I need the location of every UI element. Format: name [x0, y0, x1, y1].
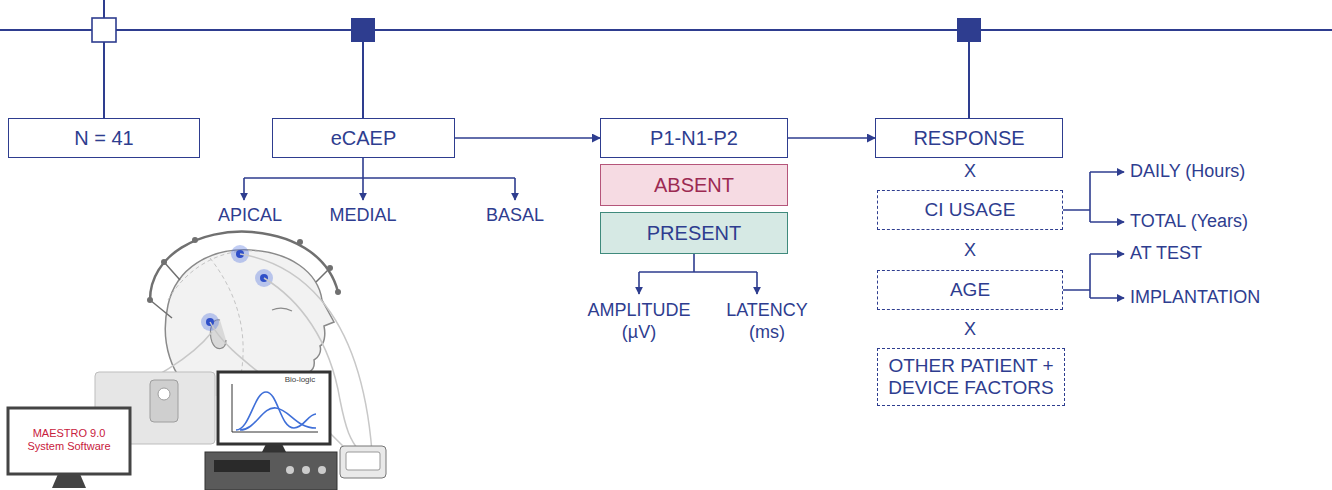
- node-text: P1-N1-P2: [650, 127, 738, 150]
- timeline-marker: [957, 18, 981, 42]
- timeline-marker: [92, 18, 116, 42]
- sample-box: N = 41: [8, 118, 200, 158]
- timeline: [0, 0, 1332, 118]
- factor-box: OTHER PATIENT + DEVICE FACTORS: [877, 348, 1065, 406]
- process-box: RESPONSE: [875, 118, 1063, 158]
- process-box: eCAEP: [272, 118, 455, 158]
- node-text: ABSENT: [654, 174, 734, 197]
- electrode-site-label: MEDIAL: [329, 205, 396, 227]
- interaction-symbol: X: [964, 161, 976, 183]
- factor-detail-label: TOTAL (Years): [1130, 211, 1248, 233]
- brand-label: Bio-logic: [285, 375, 316, 385]
- measure-label: LATENCY (ms): [712, 300, 822, 343]
- node-text: PRESENT: [647, 222, 741, 245]
- interaction-symbol: X: [964, 240, 976, 262]
- factor-detail-label: IMPLANTATION: [1130, 287, 1260, 309]
- factor-box: CI USAGE: [877, 190, 1063, 230]
- factor-box: AGE: [877, 270, 1063, 310]
- evoked-potential-system: [205, 372, 386, 490]
- process-box: P1-N1-P2: [600, 118, 788, 158]
- cochlear-programming-computer: [8, 372, 215, 488]
- timeline-marker: [351, 18, 375, 42]
- electrode-site-label: APICAL: [218, 205, 282, 227]
- software-label: MAESTRO 9.0 System Software: [17, 427, 121, 453]
- head-illustration: [120, 232, 372, 455]
- electrode-site-label: BASAL: [486, 205, 544, 227]
- node-text: RESPONSE: [913, 127, 1024, 150]
- node-text: AGE: [950, 279, 990, 301]
- node-text: OTHER PATIENT + DEVICE FACTORS: [888, 355, 1054, 399]
- flow-arrow: [788, 137, 875, 139]
- node-text: CI USAGE: [925, 199, 1016, 221]
- node-text: eCAEP: [331, 127, 397, 150]
- flow-arrow: [455, 137, 600, 139]
- measure-label: AMPLITUDE (µV): [579, 300, 699, 343]
- node-text: N = 41: [74, 127, 133, 150]
- factor-detail-label: DAILY (Hours): [1130, 161, 1245, 183]
- status-box: PRESENT: [600, 212, 788, 254]
- factor-detail-label: AT TEST: [1130, 243, 1202, 265]
- status-box: ABSENT: [600, 164, 788, 206]
- interaction-symbol: X: [964, 319, 976, 341]
